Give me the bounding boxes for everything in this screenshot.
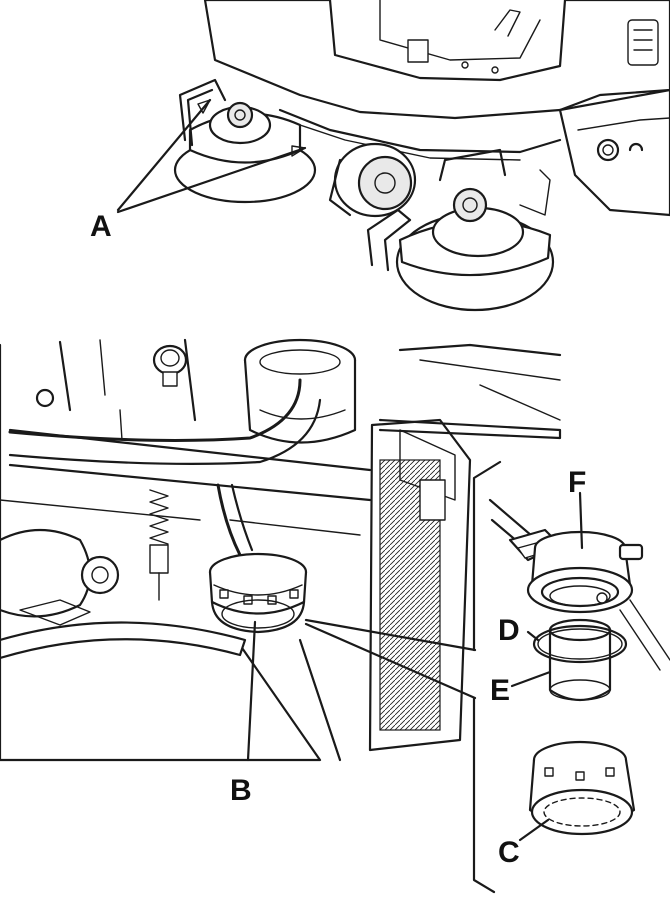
callout-f: F xyxy=(568,466,586,499)
gauge-valve xyxy=(152,344,188,387)
callout-b: B xyxy=(230,774,252,807)
centre-wheel xyxy=(328,142,417,218)
filter-housing-top xyxy=(508,528,644,614)
exploded-filter xyxy=(488,491,670,842)
filter-mesh-strainer xyxy=(532,618,628,701)
filter-bowl xyxy=(528,740,636,836)
zoom-frame xyxy=(304,460,502,894)
sweeper-top-view xyxy=(116,0,670,312)
engine-bay-view xyxy=(0,338,562,762)
right-side-brush xyxy=(366,148,555,312)
spring xyxy=(149,489,169,601)
main-brush xyxy=(0,621,322,762)
callout-d: D xyxy=(498,614,520,647)
callout-c: C xyxy=(498,836,520,869)
left-side-brush xyxy=(173,78,317,204)
callout-a: A xyxy=(90,210,112,243)
callout-e: E xyxy=(490,674,510,707)
fuel-filter-housing xyxy=(208,552,308,634)
